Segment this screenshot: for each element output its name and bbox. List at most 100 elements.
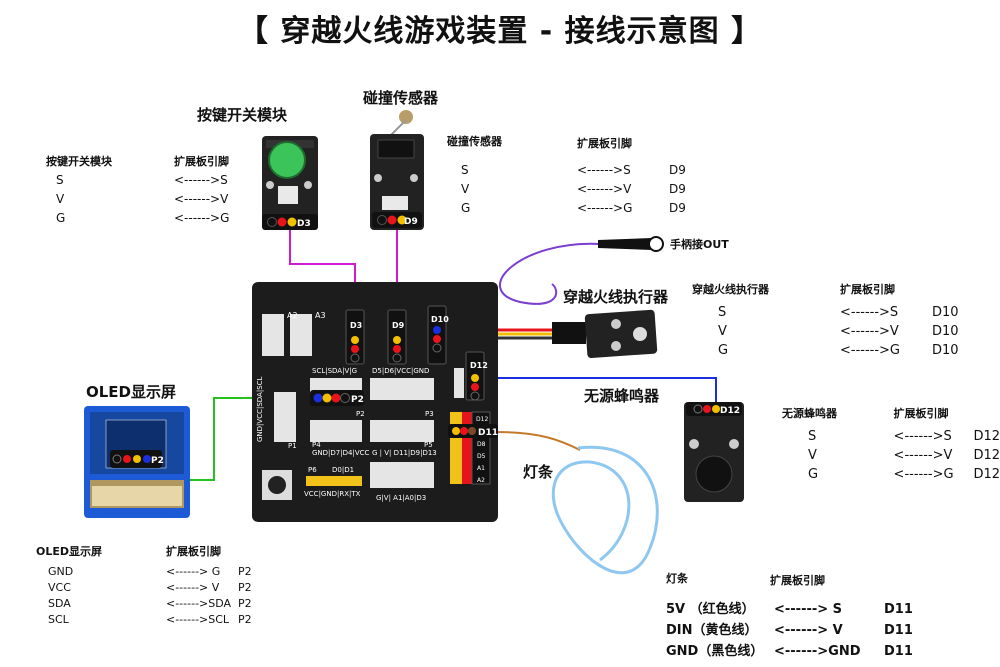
table-cell: D10	[932, 305, 959, 320]
d11-badge: D11	[478, 428, 498, 438]
row-d8: D8	[477, 441, 486, 448]
table-cell: S	[808, 429, 817, 444]
expansion-board: A2 A3 D3 D9 D10 D12 SCL|SDA|V|G D5|D6|VC…	[252, 282, 498, 522]
table-cell: <------>G	[893, 467, 954, 482]
table-cell: G	[808, 467, 819, 482]
table-cell: G	[461, 201, 471, 215]
header-d12: D12	[470, 361, 488, 370]
buzzer-speaker-icon	[695, 455, 733, 493]
handle-out-label: 手柄接OUT	[670, 238, 729, 251]
handle	[598, 236, 664, 252]
label-gv-a1: G|V| A1|A0|D3	[376, 494, 426, 502]
label-p1: P1	[288, 442, 297, 450]
collision-sensor: D9	[370, 110, 424, 230]
table-cell: S	[718, 305, 727, 320]
lamp-wire	[495, 431, 581, 451]
table-cell: D11	[884, 602, 913, 617]
lamp-label: 灯条	[523, 463, 554, 481]
green-button-cap	[268, 141, 306, 179]
table-cell: D9	[669, 163, 686, 177]
table-cell: D9	[669, 182, 686, 196]
executor-module	[552, 309, 658, 359]
label-gv-d11: G | V| D11|D9|D13	[372, 449, 437, 457]
table-cell: D11	[884, 644, 913, 659]
table-cell: V	[718, 324, 727, 339]
label-d5-d6: D5|D6|VCC|GND	[372, 367, 429, 375]
table-cell: <------>G	[174, 211, 230, 225]
table-cell: V	[808, 448, 817, 463]
label-p6: P6	[308, 466, 317, 474]
label-p5: P5	[424, 441, 433, 449]
table-cell: V	[461, 182, 470, 196]
table-cell: G	[56, 211, 66, 225]
reset-button-icon	[268, 476, 286, 494]
row-a2: A2	[477, 477, 485, 484]
table-cell: D12	[973, 448, 1000, 463]
buzzer-wire	[476, 377, 717, 402]
label-vcc-gnd-rx-tx: VCC|GND|RX|TX	[304, 490, 361, 498]
page-title: 【 穿越火线游戏装置 - 接线示意图 】	[237, 14, 763, 49]
handle-wire	[499, 242, 601, 305]
table-cell: SCL	[48, 613, 69, 626]
table-cell: <------>SCL	[166, 613, 230, 626]
button-module-label: 按键开关模块	[197, 106, 288, 124]
button-table-header-2: 扩展板引脚	[174, 155, 229, 168]
table-cell: <------>G	[840, 343, 901, 358]
oled-display: P2	[84, 406, 190, 518]
table-cell: S	[56, 173, 64, 187]
label-p4: P4	[312, 441, 321, 449]
header-d9: D9	[392, 321, 405, 330]
table-cell: <------>G	[577, 201, 633, 215]
table-cell: P2	[238, 613, 252, 626]
table-cell: D12	[973, 467, 1000, 482]
oled-table-header-1: OLED显示屏	[36, 545, 103, 558]
buzzer-label: 无源蜂鸣器	[584, 387, 660, 405]
table-cell: <------>SDA	[166, 597, 232, 610]
executor-table-header-1: 穿越火线执行器	[692, 283, 769, 296]
oled-table-header-2: 扩展板引脚	[166, 545, 221, 558]
label-p2: P2	[356, 410, 365, 418]
collision-table-header-1: 碰撞传感器	[447, 135, 502, 148]
button-badge: D3	[297, 219, 311, 229]
lamp-table-header-1: 灯条	[666, 572, 688, 585]
table-cell: V	[56, 192, 65, 206]
table-cell: <------> G	[166, 565, 221, 578]
table-cell: P2	[238, 581, 252, 594]
label-gnd-d7: GND|D7|D4|VCC	[312, 449, 369, 457]
table-cell: G	[718, 343, 729, 358]
buzzer-badge: D12	[720, 406, 740, 416]
table-cell: <------> V	[166, 581, 220, 594]
table-cell: <------>V	[577, 182, 632, 196]
table-cell: D9	[669, 201, 686, 215]
table-cell: 5V （红色线）	[666, 602, 755, 617]
executor-label: 穿越火线执行器	[563, 288, 669, 306]
header-d3: D3	[350, 321, 362, 330]
collision-roller-icon	[399, 110, 413, 124]
button-module: D3	[262, 136, 318, 230]
table-cell: <------>V	[893, 448, 953, 463]
table-cell: <------> S	[774, 602, 843, 617]
table-cell: <------>S	[174, 173, 228, 187]
header-a2: A2	[287, 311, 298, 320]
buzzer-module: D12	[684, 402, 744, 502]
label-scl-sda: SCL|SDA|V|G	[312, 367, 357, 375]
table-cell: P2	[238, 597, 252, 610]
table-cell: D12	[973, 429, 1000, 444]
table-cell: <------>GND	[774, 644, 861, 659]
table-cell: <------>S	[577, 163, 631, 177]
collision-badge: D9	[404, 217, 418, 227]
executor-table-header-2: 扩展板引脚	[840, 283, 895, 296]
row-d12: D12	[476, 416, 488, 423]
table-cell: SDA	[48, 597, 71, 610]
button-table-header-1: 按键开关模块	[46, 155, 112, 168]
led-strip	[551, 445, 659, 575]
table-cell: <------>S	[840, 305, 899, 320]
table-cell: GND	[48, 565, 74, 578]
table-cell: D11	[884, 623, 913, 638]
